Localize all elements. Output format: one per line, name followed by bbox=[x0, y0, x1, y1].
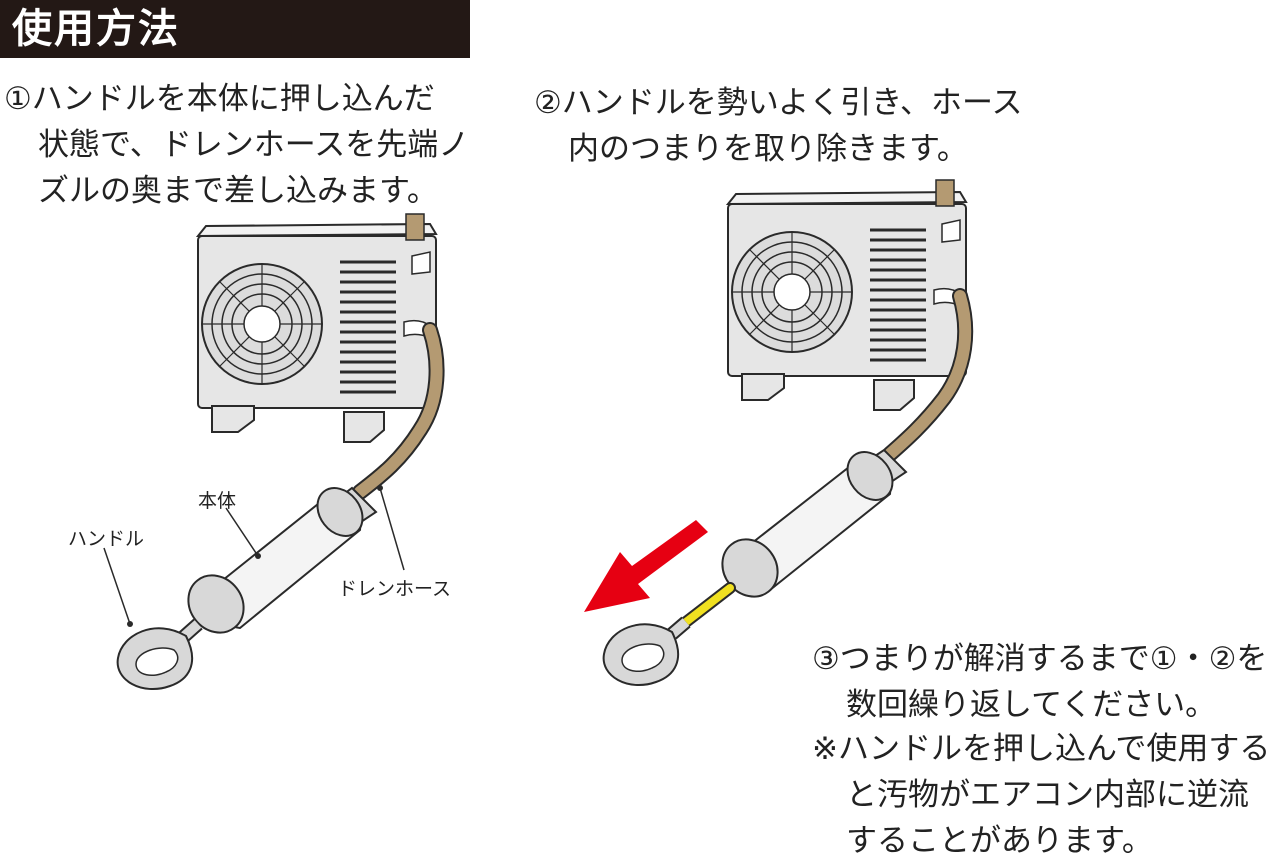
step-3-line-1: つまりが解消するまで①・②を bbox=[839, 641, 1268, 677]
note-line-1: ハンドルを押し込んで使用する bbox=[837, 731, 1271, 767]
drain-pipe-top-2 bbox=[935, 179, 955, 207]
note-mark: ※ bbox=[812, 731, 838, 767]
label-drain-hose: ドレンホース bbox=[338, 578, 452, 600]
pump-handle-1 bbox=[116, 618, 203, 691]
step-2-text: ②ハンドルを勢いよく引き、ホース 内のつまりを取り除きます。 bbox=[534, 80, 1022, 172]
drain-hose-2 bbox=[884, 290, 972, 460]
step-2-line-2: 内のつまりを取り除きます。 bbox=[568, 131, 968, 167]
step-1-text: ①ハンドルを本体に押し込んだ 状態で、ドレンホースを先端ノ ズルの奥まで差し込み… bbox=[4, 76, 469, 214]
note-line-2: と汚物がエアコン内部に逆流 bbox=[846, 777, 1249, 813]
step-1-line-1: ハンドルを本体に押し込んだ bbox=[31, 81, 435, 117]
pump-rod-2 bbox=[680, 582, 736, 628]
note-line-3: することがあります。 bbox=[846, 823, 1153, 859]
pump-handle-2 bbox=[602, 616, 691, 687]
pump-body-1 bbox=[187, 486, 378, 634]
air-conditioner-unit-1 bbox=[196, 222, 438, 444]
step-2-number: ② bbox=[534, 85, 562, 121]
step-3-number: ③ bbox=[812, 641, 840, 677]
step-1-line-2: 状態で、ドレンホースを先端ノ bbox=[38, 127, 470, 163]
pull-direction-arrow bbox=[584, 520, 708, 612]
step-2-line-1: ハンドルを勢いよく引き、ホース bbox=[561, 85, 1023, 121]
step-3-text: ③つまりが解消するまで①・②を 数回繰り返してください。 bbox=[812, 636, 1267, 728]
step-3-line-2: 数回繰り返してください。 bbox=[846, 687, 1217, 723]
drain-pipe-top-1 bbox=[405, 213, 425, 241]
label-handle: ハンドル bbox=[68, 528, 145, 550]
label-body: 本体 bbox=[198, 490, 237, 512]
drain-hose-1 bbox=[354, 324, 443, 498]
step-1-number: ① bbox=[4, 81, 32, 117]
section-title: 使用方法 bbox=[12, 6, 180, 52]
air-conditioner-unit-2 bbox=[726, 190, 968, 412]
pump-body-2 bbox=[721, 448, 908, 598]
section-title-bar: 使用方法 bbox=[0, 0, 470, 58]
step-1-line-3: ズルの奥まで差し込みます。 bbox=[38, 173, 438, 209]
caution-note: ※ハンドルを押し込んで使用する と汚物がエアコン内部に逆流 することがあります。 bbox=[812, 726, 1270, 864]
